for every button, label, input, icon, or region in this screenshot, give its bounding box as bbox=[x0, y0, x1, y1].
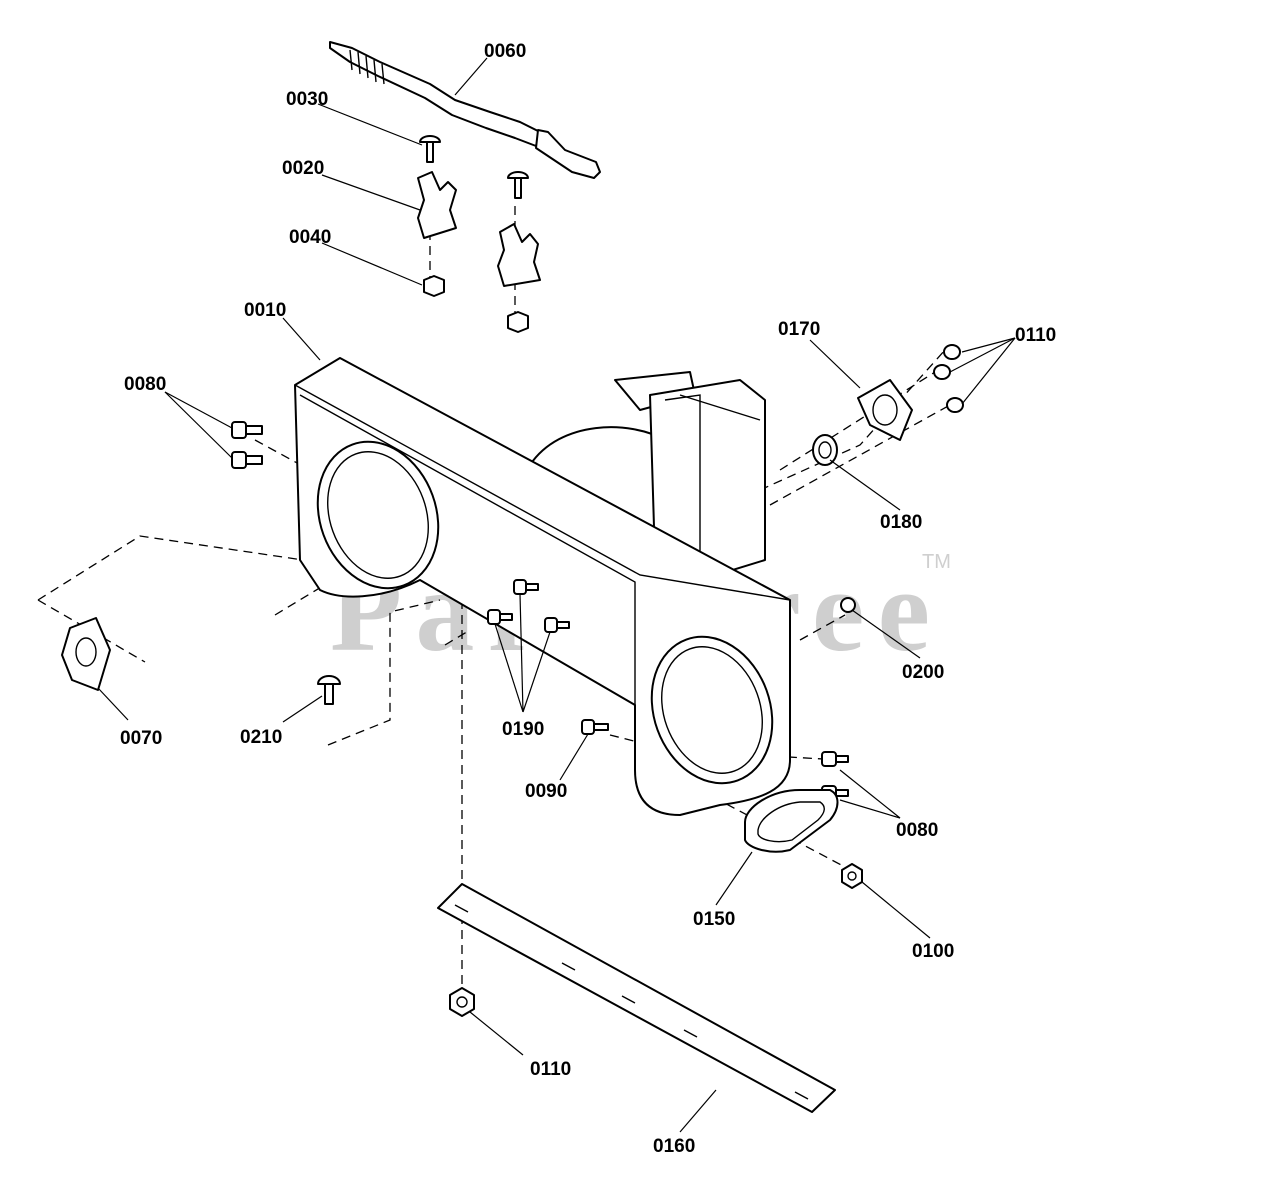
label-0160: 0160 bbox=[653, 1136, 695, 1157]
part-0200-bolt bbox=[840, 597, 856, 613]
label-0080-right: 0080 bbox=[896, 820, 938, 841]
label-0060: 0060 bbox=[484, 41, 526, 62]
label-0190: 0190 bbox=[502, 719, 544, 740]
part-labels: 0060 0030 0020 0040 0010 0080 0170 0110 … bbox=[120, 41, 1056, 1157]
leader-lines bbox=[97, 57, 1016, 1133]
part-0110-nut-bottom bbox=[449, 987, 475, 1017]
part-0060-crank-rod bbox=[329, 41, 601, 179]
label-0010: 0010 bbox=[244, 300, 286, 321]
label-0150: 0150 bbox=[693, 909, 735, 930]
part-0160-scraper-bar bbox=[437, 883, 836, 1113]
part-0190-bolts bbox=[487, 579, 570, 633]
label-0110-bottom: 0110 bbox=[530, 1059, 571, 1080]
part-0020-clips bbox=[417, 171, 541, 287]
part-0170-flange bbox=[857, 379, 913, 441]
label-0080-left: 0080 bbox=[124, 374, 166, 395]
label-0210: 0210 bbox=[240, 727, 282, 748]
label-0030: 0030 bbox=[286, 89, 328, 110]
label-0020: 0020 bbox=[282, 158, 324, 179]
part-0010-housing bbox=[294, 357, 791, 816]
label-0070: 0070 bbox=[120, 728, 162, 749]
part-0090-bolt bbox=[581, 719, 609, 735]
part-0110-nuts-top bbox=[933, 344, 964, 413]
part-0180-bearing bbox=[812, 434, 838, 466]
label-0100: 0100 bbox=[912, 941, 954, 962]
part-0100-nut bbox=[841, 863, 863, 889]
part-0150-skid-shoe bbox=[744, 789, 839, 853]
part-0210-carriage-bolt bbox=[317, 675, 341, 705]
watermark-trademark: TM bbox=[922, 551, 951, 573]
label-0110-top: 0110 bbox=[1015, 325, 1056, 346]
label-0040: 0040 bbox=[289, 227, 331, 248]
part-0030-screws bbox=[419, 135, 529, 199]
label-0180: 0180 bbox=[880, 512, 922, 533]
part-0070-plate bbox=[61, 617, 111, 691]
part-0040-nuts bbox=[423, 275, 529, 333]
part-0080-bolts-left bbox=[231, 421, 263, 469]
label-0090: 0090 bbox=[525, 781, 567, 802]
label-0200: 0200 bbox=[902, 662, 944, 683]
label-0170: 0170 bbox=[778, 319, 820, 340]
